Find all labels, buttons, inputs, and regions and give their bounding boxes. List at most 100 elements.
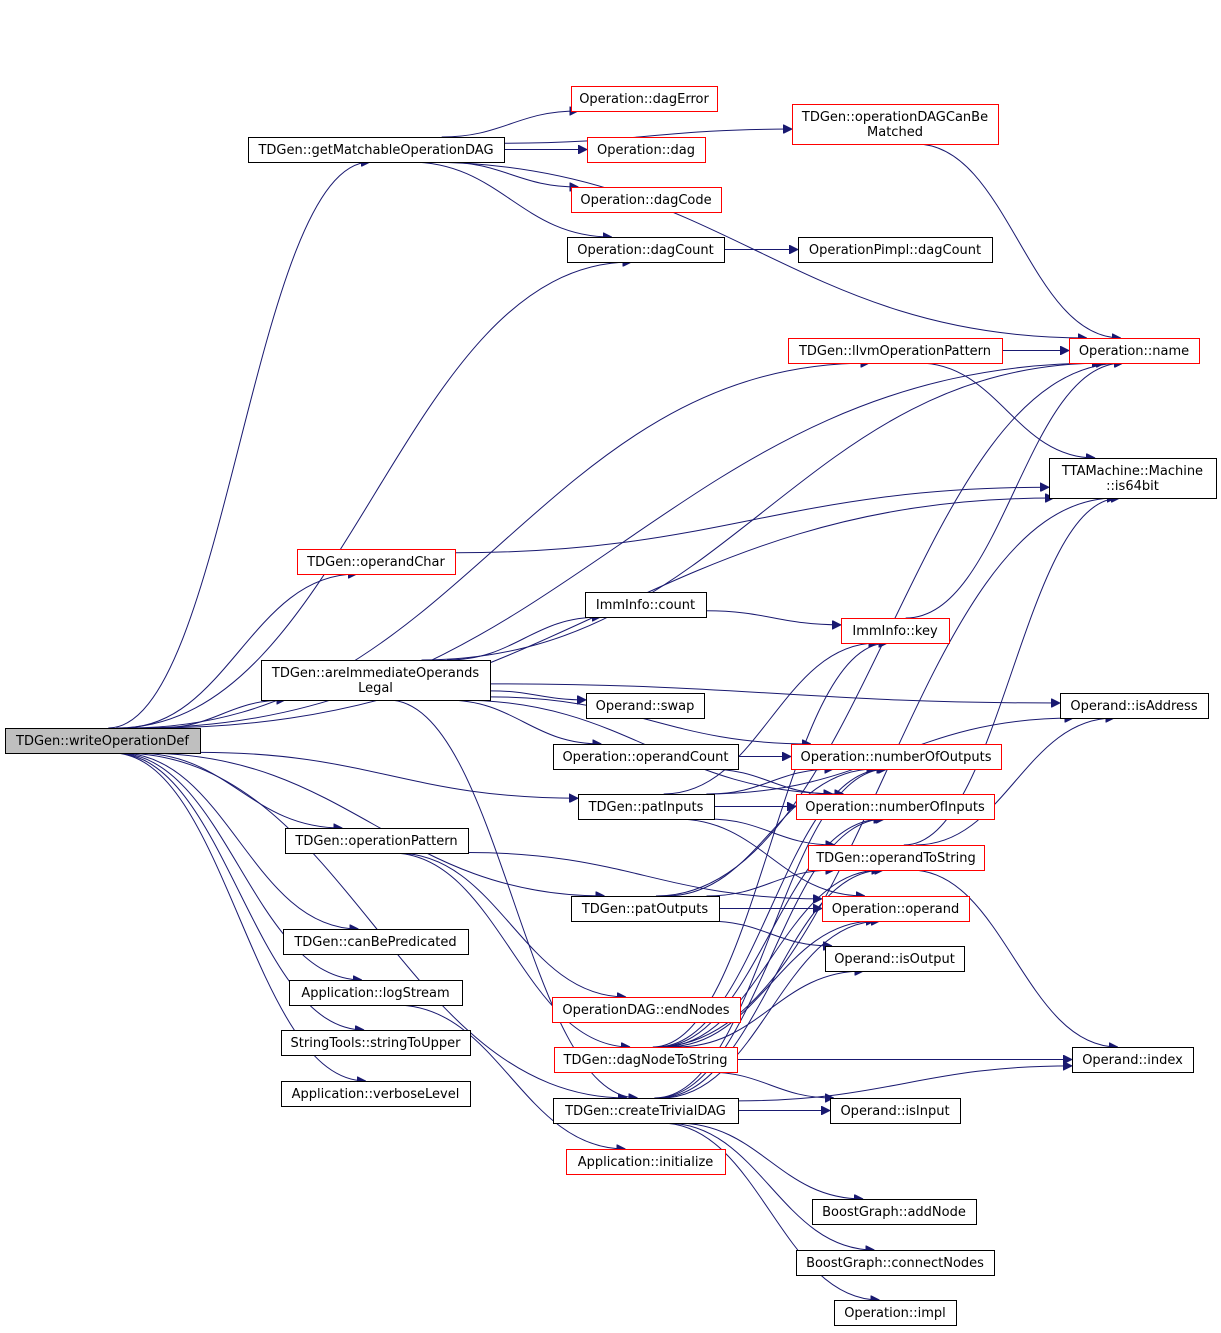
node-box bbox=[566, 1149, 726, 1175]
node-is64bit[interactable]: TTAMachine::Machine::is64bit bbox=[1049, 458, 1217, 499]
node-create-trivial-dag[interactable]: TDGen::createTrivialDAG bbox=[553, 1098, 739, 1124]
node-label: TDGen::canBePredicated bbox=[293, 935, 456, 950]
node-dag-node-to-string[interactable]: TDGen::dagNodeToString bbox=[554, 1047, 738, 1073]
node-box bbox=[1049, 458, 1217, 499]
edge-create-trivial-dag-to-operand-to-string bbox=[657, 870, 884, 1099]
node-operand-index[interactable]: Operand::index bbox=[1072, 1047, 1194, 1073]
node-llvm-operation-pattern[interactable]: TDGen::llvmOperationPattern bbox=[788, 338, 1003, 364]
node-impl[interactable]: Operation::impl bbox=[834, 1300, 957, 1326]
node-label: Operation::numberOfOutputs bbox=[801, 750, 992, 765]
node-imm-key[interactable]: ImmInfo::key bbox=[841, 618, 950, 644]
node-box bbox=[281, 1030, 471, 1056]
node-box bbox=[587, 137, 706, 163]
node-end-nodes[interactable]: OperationDAG::endNodes bbox=[552, 997, 741, 1023]
node-box bbox=[578, 794, 715, 820]
edge-pat-inputs-to-imm-key bbox=[663, 643, 878, 795]
edge-operand-to-string-to-operand-index bbox=[910, 869, 1118, 1047]
node-label: StringTools::stringToUpper bbox=[291, 1036, 462, 1051]
edge-write-operation-def-to-create-trivial-dag bbox=[120, 752, 627, 1098]
node-box bbox=[553, 1098, 739, 1124]
edge-operand-to-string-to-is-address bbox=[915, 718, 1115, 846]
node-is-output[interactable]: Operand::isOutput bbox=[825, 946, 965, 972]
node-box bbox=[567, 237, 725, 263]
node-dag-count[interactable]: Operation::dagCount bbox=[567, 237, 725, 263]
edge-operation-pattern-to-dag-node-to-string bbox=[391, 852, 630, 1047]
node-box bbox=[1069, 338, 1200, 364]
node-number-of-inputs[interactable]: Operation::numberOfInputs bbox=[796, 794, 995, 820]
edge-create-trivial-dag-to-connect-nodes bbox=[666, 1122, 874, 1250]
node-box bbox=[586, 693, 705, 719]
edge-dag-node-to-string-to-imm-key bbox=[652, 643, 888, 1048]
node-is-address[interactable]: Operand::isAddress bbox=[1060, 693, 1209, 719]
node-write-operation-def[interactable]: TDGen::writeOperationDef bbox=[5, 728, 201, 754]
node-box bbox=[792, 104, 999, 145]
node-box bbox=[281, 1081, 471, 1107]
node-dag[interactable]: Operation::dag bbox=[587, 137, 706, 163]
node-operation-pattern[interactable]: TDGen::operationPattern bbox=[285, 828, 469, 854]
node-operand-to-string[interactable]: TDGen::operandToString bbox=[808, 845, 985, 871]
node-connect-nodes[interactable]: BoostGraph::connectNodes bbox=[796, 1250, 995, 1276]
node-label: Operand::isInput bbox=[840, 1104, 949, 1119]
node-imm-count[interactable]: ImmInfo::count bbox=[585, 592, 707, 618]
node-can-be-predicated[interactable]: TDGen::canBePredicated bbox=[283, 929, 469, 955]
node-box bbox=[553, 744, 739, 770]
node-box bbox=[788, 338, 1003, 364]
edge-are-immediate-operands-legal-to-operand-swap bbox=[489, 690, 586, 700]
node-box bbox=[289, 980, 463, 1006]
node-label: TDGen::operationPattern bbox=[294, 834, 457, 849]
node-label: BoostGraph::addNode bbox=[822, 1205, 966, 1220]
node-pimpl-dag-count[interactable]: OperationPimpl::dagCount bbox=[798, 237, 993, 263]
node-add-node[interactable]: BoostGraph::addNode bbox=[812, 1199, 977, 1225]
node-op-name[interactable]: Operation::name bbox=[1069, 338, 1200, 364]
edge-pat-outputs-to-number-of-outputs bbox=[665, 769, 876, 897]
edge-write-operation-def-to-dag-count bbox=[116, 262, 631, 729]
node-operand-count[interactable]: Operation::operandCount bbox=[553, 744, 739, 770]
edge-operation-pattern-to-end-nodes bbox=[396, 852, 626, 997]
node-box bbox=[841, 618, 950, 644]
node-pat-inputs[interactable]: TDGen::patInputs bbox=[578, 794, 715, 820]
node-box bbox=[571, 86, 718, 112]
edge-are-immediate-operands-legal-to-imm-count bbox=[447, 617, 601, 661]
node-label: Application::logStream bbox=[301, 986, 449, 1001]
node-number-of-outputs[interactable]: Operation::numberOfOutputs bbox=[791, 744, 1002, 770]
node-label: Legal bbox=[358, 681, 393, 696]
node-box bbox=[552, 997, 741, 1023]
node-layer: TDGen::writeOperationDef TDGen::getMatcha… bbox=[5, 86, 1217, 1326]
edge-operation-pattern-to-op-operand bbox=[467, 851, 822, 898]
node-label: ::is64bit bbox=[1106, 479, 1159, 494]
node-box bbox=[1060, 693, 1209, 719]
node-dag-error[interactable]: Operation::dagError bbox=[571, 86, 718, 112]
edge-dag-node-to-string-to-is-output bbox=[676, 971, 863, 1048]
node-verbose-level[interactable]: Application::verboseLevel bbox=[281, 1081, 471, 1107]
node-box bbox=[297, 549, 456, 575]
node-label: Operand::isOutput bbox=[834, 952, 955, 967]
node-label: ImmInfo::count bbox=[596, 598, 695, 613]
edge-create-trivial-dag-to-number-of-inputs bbox=[655, 819, 885, 1099]
node-label: TTAMachine::Machine bbox=[1061, 464, 1203, 479]
node-pat-outputs[interactable]: TDGen::patOutputs bbox=[571, 896, 720, 922]
node-label: TDGen::operationDAGCanBe bbox=[801, 110, 988, 125]
edge-write-operation-def-to-are-immediate-operands-legal bbox=[158, 700, 285, 729]
edge-get-matchable-operation-dag-to-operation-dagcan-be-matched bbox=[503, 129, 792, 144]
node-label: Application::initialize bbox=[578, 1155, 714, 1170]
node-box bbox=[5, 728, 201, 754]
edge-write-operation-def-to-op-name bbox=[135, 363, 1101, 729]
node-dag-code[interactable]: Operation::dagCode bbox=[571, 187, 722, 213]
edge-create-trivial-dag-to-add-node bbox=[676, 1122, 863, 1199]
node-initialize[interactable]: Application::initialize bbox=[566, 1149, 726, 1175]
node-label: TDGen::llvmOperationPattern bbox=[798, 344, 991, 359]
node-box bbox=[822, 896, 970, 922]
node-get-matchable-operation-dag[interactable]: TDGen::getMatchableOperationDAG bbox=[248, 137, 505, 163]
node-op-operand[interactable]: Operation::operand bbox=[822, 896, 970, 922]
node-operand-swap[interactable]: Operand::swap bbox=[586, 693, 705, 719]
node-operand-char[interactable]: TDGen::operandChar bbox=[297, 549, 456, 575]
node-label: Operand::isAddress bbox=[1070, 699, 1197, 714]
node-string-to-upper[interactable]: StringTools::stringToUpper bbox=[281, 1030, 471, 1056]
edge-create-trivial-dag-to-impl bbox=[660, 1122, 880, 1300]
node-is-input[interactable]: Operand::isInput bbox=[830, 1098, 961, 1124]
edge-llvm-operation-pattern-to-is64bit bbox=[918, 362, 1095, 458]
node-log-stream[interactable]: Application::logStream bbox=[289, 980, 463, 1006]
